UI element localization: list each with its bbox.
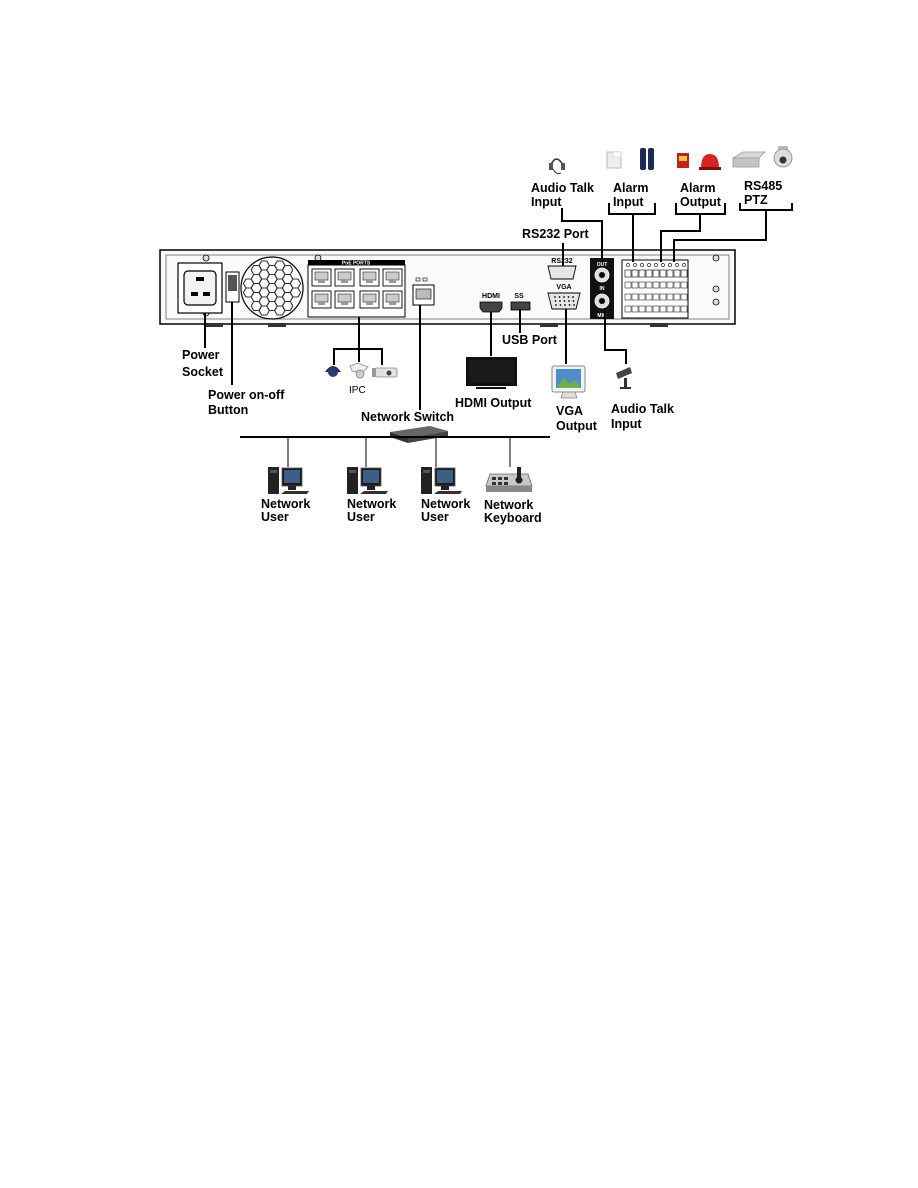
label-network-user-1a: Network (261, 497, 310, 511)
label-rs232-port: RS232 Port (522, 227, 590, 241)
network-switch-icon (390, 426, 448, 443)
label-audio-talk-input-top-1: Audio Talk (531, 181, 594, 195)
vga-tag: VGA (556, 284, 571, 291)
label-network-keyboard-2: Keyboard (484, 511, 542, 525)
poe-jack (359, 268, 380, 287)
microphone-icon (616, 367, 632, 389)
nvr-rear-panel: PoE PORTS HDMI SS RS232 VGA (159, 249, 736, 327)
hdmi-tv-icon (466, 357, 517, 389)
label-alarm-output-2: Output (680, 195, 722, 209)
label-audio-talk-input-bottom-2: Input (611, 417, 642, 431)
poe-jack (382, 268, 403, 287)
computer-icon (268, 467, 309, 494)
audio-ports: OUT IN MIC (590, 258, 614, 319)
alarm-terminal-block (621, 259, 689, 319)
label-alarm-output-1: Alarm (680, 181, 715, 195)
callout-labels: Audio Talk Input Alarm Input Alarm Outpu… (182, 179, 782, 525)
computer-icon (421, 467, 462, 494)
mic-tag: MIC (597, 313, 607, 319)
label-usb-port: USB Port (502, 333, 558, 347)
label-audio-talk-input-bottom-1: Audio Talk (611, 402, 674, 416)
ipc-camera-icons (325, 362, 398, 379)
label-network-switch: Network Switch (361, 410, 454, 424)
label-power-button-2: Button (208, 403, 248, 417)
vga-monitor-icon (551, 365, 586, 399)
label-audio-talk-input-top-2: Input (531, 195, 562, 209)
label-network-user-2a: Network (347, 497, 396, 511)
label-network-user-2b: User (347, 510, 375, 524)
label-ipc: IPC (349, 385, 366, 396)
label-network-user-3b: User (421, 510, 449, 524)
poe-ports: PoE PORTS (307, 260, 406, 318)
audio-out-tag: OUT (597, 262, 608, 268)
label-hdmi-output: HDMI Output (455, 396, 532, 410)
label-vga-output-1: VGA (556, 404, 583, 418)
label-rs485-2: PTZ (744, 193, 768, 207)
label-vga-output-2: Output (556, 419, 598, 433)
cooling-fan (240, 256, 304, 320)
label-network-keyboard-1: Network (484, 498, 533, 512)
poe-jack (311, 268, 332, 287)
alarm-siren-icons (677, 153, 721, 170)
headset-icon (549, 158, 565, 174)
network-keyboard-icon (485, 467, 533, 492)
hdmi-port: HDMI (479, 293, 503, 313)
label-network-user-3a: Network (421, 497, 470, 511)
computer-icon (347, 467, 388, 494)
usb-tag: SS (514, 293, 524, 300)
ptz-device-icons (731, 146, 793, 168)
label-alarm-input-2: Input (613, 195, 644, 209)
network-port (412, 277, 435, 306)
poe-jack (359, 290, 380, 309)
poe-jack (311, 290, 332, 309)
label-power-socket-1: Power (182, 348, 220, 362)
label-power-socket-2: Socket (182, 365, 224, 379)
power-socket (177, 262, 223, 314)
hdmi-tag: HDMI (482, 293, 500, 300)
label-network-user-1b: User (261, 510, 289, 524)
poe-jack (334, 268, 355, 287)
poe-jack (334, 290, 355, 309)
audio-in-tag: IN (600, 286, 605, 292)
poe-jack (382, 290, 403, 309)
vga-port: VGA (547, 284, 581, 310)
alarm-sensor-icons (606, 148, 654, 170)
connection-lines (204, 203, 793, 467)
label-alarm-input-1: Alarm (613, 181, 648, 195)
poe-ports-tag: PoE PORTS (342, 260, 371, 266)
label-power-button-1: Power on-off (208, 388, 285, 402)
label-rs485-1: RS485 (744, 179, 782, 193)
power-switch (225, 271, 240, 303)
